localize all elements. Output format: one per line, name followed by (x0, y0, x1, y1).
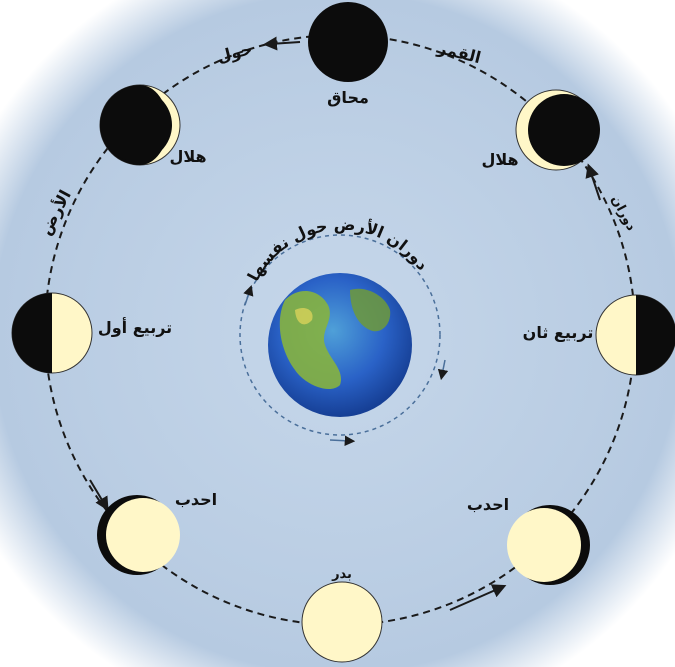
rotation-arrow (330, 440, 350, 441)
moon-full (302, 582, 382, 662)
label-crescent-left: هلال (169, 147, 206, 166)
label-gibbous-left: احدب (175, 490, 217, 509)
moon-first-quarter (12, 293, 92, 373)
moon-crescent-left (100, 85, 180, 165)
label-new-moon: محاق (327, 88, 369, 107)
moon-third-quarter (596, 295, 675, 375)
label-full-moon: بدر (331, 567, 352, 582)
label-first-quarter: تربيع أول (98, 317, 172, 337)
label-third-quarter: تربيع ثان (523, 323, 594, 342)
label-crescent-right: هلال (481, 150, 518, 169)
label-gibbous-right: احدب (467, 495, 509, 514)
earth (268, 273, 412, 417)
moon-new (308, 2, 388, 82)
